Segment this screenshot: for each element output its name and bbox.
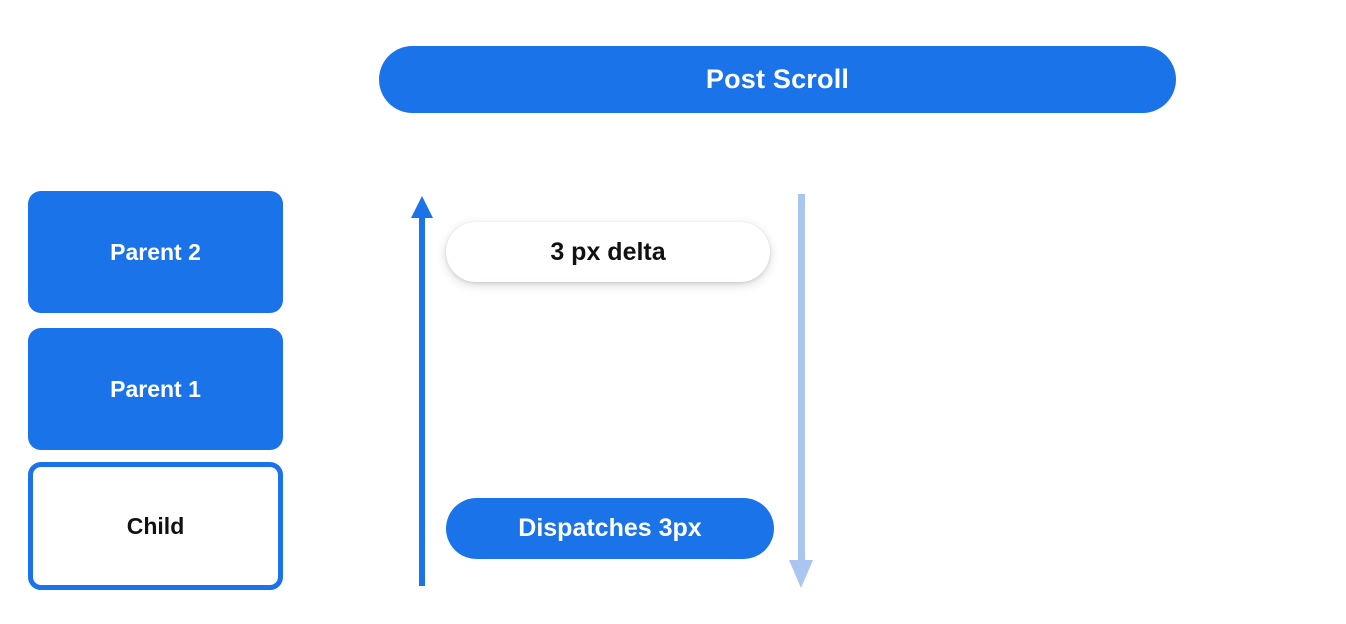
box-parent-2-label: Parent 2: [110, 238, 201, 265]
box-parent-1-label: Parent 1: [110, 375, 201, 402]
box-child-label: Child: [126, 512, 185, 539]
page-title: Post Scroll: [705, 64, 850, 94]
stack-gap: [28, 450, 283, 462]
box-parent-2: Parent 2: [28, 191, 283, 313]
stack-gap: [28, 313, 283, 328]
arrow-down-icon: [789, 194, 813, 588]
post-scroll-title-pill: Post Scroll: [379, 46, 1176, 113]
box-child: Child: [28, 462, 283, 590]
box-parent-1: Parent 1: [28, 328, 283, 450]
delta-chip: 3 px delta: [446, 222, 770, 282]
dispatch-pill: Dispatches 3px: [446, 498, 774, 559]
dispatch-pill-label: Dispatches 3px: [518, 514, 702, 542]
box-stack: Parent 2 Parent 1 Child: [28, 191, 283, 590]
delta-chip-label: 3 px delta: [550, 237, 666, 266]
arrow-up-icon: [411, 196, 433, 586]
